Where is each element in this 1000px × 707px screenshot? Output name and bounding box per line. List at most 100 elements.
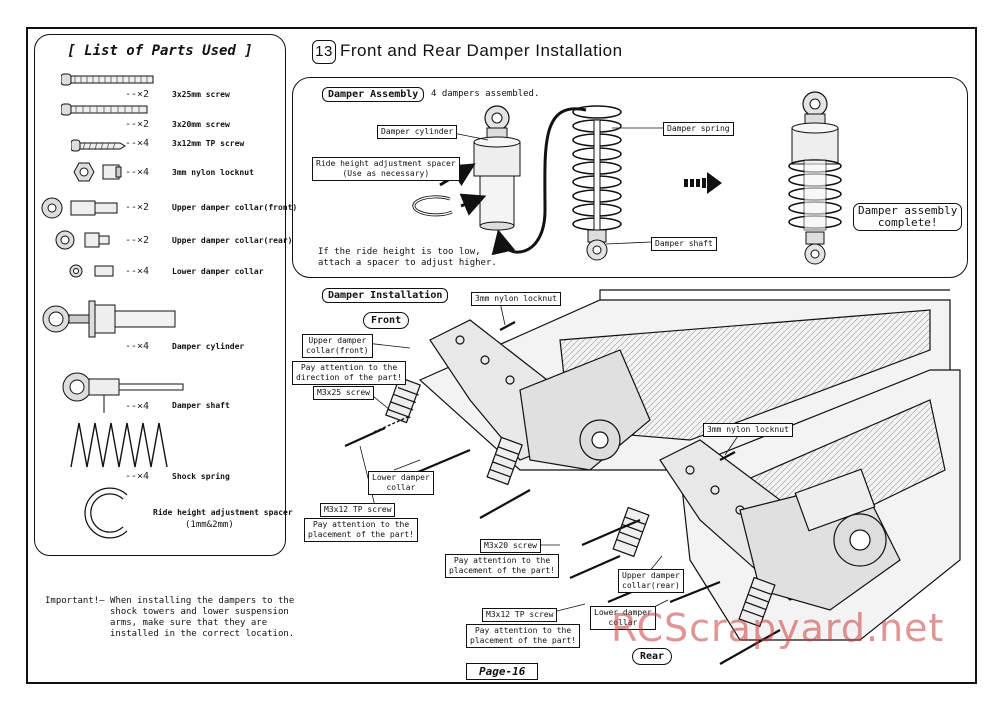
name-upper-rear: Upper damper collar(rear): [172, 236, 293, 245]
assembly-arrow-icon: [684, 172, 722, 194]
front-left-damper-drawing: [385, 376, 421, 424]
qty-cylinder: --×4: [125, 341, 150, 352]
name-3x20: 3x20mm screw: [172, 120, 230, 129]
label-lower-damper-collar-rear: Lower damper collar: [590, 606, 656, 630]
label-upper-damper-collar-rear: Upper damper collar(rear): [618, 569, 684, 593]
assembly-complete-line2: complete!: [877, 216, 938, 229]
upper-collar-rear-icon: [55, 230, 110, 250]
shock-spring-icon: [70, 422, 168, 468]
label-lower-front-line1: Lower damper: [372, 473, 430, 482]
label-m3x20-screw: M3x20 screw: [480, 539, 541, 553]
label-upper-front-line2: collar(front): [306, 346, 369, 355]
label-m3x12-front: M3x12 TP screw: [320, 503, 396, 517]
label-attention-direction-line1: Pay attention to the: [300, 363, 398, 372]
damper-cylinder-drawing: [473, 105, 521, 231]
qty-3x25: --×2: [125, 89, 150, 100]
ride-height-note-line1: If the ride height is too low,: [318, 247, 481, 257]
name-spacer: Ride height adjustment spacer: [153, 508, 293, 517]
step-number: 13: [312, 40, 336, 64]
lower-collar-icon: [69, 264, 114, 278]
label-damper-shaft: Damper shaft: [651, 237, 717, 251]
screw-3x25-icon: [61, 73, 154, 86]
qty-locknut: --×4: [125, 167, 150, 178]
upper-collar-front-icon: [41, 197, 118, 219]
important-line3: arms, make sure that they are: [110, 618, 268, 628]
name-upper-front: Upper damper collar(front): [172, 203, 298, 212]
name-3x25: 3x25mm screw: [172, 90, 230, 99]
nylon-locknut-icon: [73, 162, 122, 182]
label-spacer-line2: (Use as necessary): [342, 169, 430, 178]
name-3x12: 3x12mm TP screw: [172, 139, 245, 148]
ride-height-spacer-icon: [84, 487, 128, 539]
important-lead: Important!—: [45, 596, 105, 606]
screw-3x20-icon: [61, 103, 148, 116]
name-spacer-sub: (1mm&2mm): [185, 520, 234, 530]
damper-shaft-icon: [62, 372, 184, 413]
assembly-complete-box: Damper assembly complete!: [853, 203, 963, 231]
label-damper-cylinder: Damper cylinder: [377, 125, 458, 139]
damper-installation-heading: Damper Installation: [322, 288, 449, 303]
label-attention-front-line2: placement of the part!: [308, 530, 414, 539]
label-upper-front-line1: Upper damper: [308, 336, 367, 345]
qty-upper-front: --×2: [125, 202, 150, 213]
damper-assembly-heading: Damper Assembly: [322, 87, 425, 102]
damper-assembly-subtitle: 4 dampers assembled.: [431, 89, 540, 99]
label-nylon-locknut-front: 3mm nylon locknut: [471, 292, 561, 306]
name-cylinder: Damper cylinder: [172, 342, 245, 351]
page-frame: [26, 27, 977, 684]
label-lower-damper-collar-front: Lower damper collar: [368, 471, 434, 495]
name-shaft: Damper shaft: [172, 401, 230, 410]
label-attention-mid-line1: Pay attention to the: [453, 556, 551, 565]
label-attention-placement-front: Pay attention to the placement of the pa…: [304, 518, 418, 542]
damper-cylinder-icon: [42, 300, 176, 338]
assembled-damper-drawing: [788, 91, 842, 265]
page-number: Page-16: [466, 663, 539, 680]
assembly-complete-line1: Damper assembly: [858, 204, 958, 217]
rear-label: Rear: [632, 648, 673, 665]
label-attention-placement-mid: Pay attention to the placement of the pa…: [445, 554, 559, 578]
label-lower-front-line2: collar: [386, 483, 416, 492]
qty-lower-collar: --×4: [125, 266, 150, 277]
damper-shaft-drawing: [586, 119, 608, 261]
parts-list-title: [ List of Parts Used ]: [67, 43, 253, 59]
label-attention-direction: Pay attention to the direction of the pa…: [292, 361, 406, 385]
name-spring: Shock spring: [172, 472, 230, 481]
qty-shaft: --×4: [125, 401, 150, 412]
parts-list-panel: [ List of Parts Used ] --×2 3x25mm screw…: [34, 34, 297, 556]
label-attention-placement-rear: Pay attention to the placement of the pa…: [466, 624, 580, 648]
front-right-damper-drawing: [486, 436, 523, 486]
damper-assembly-panel: [292, 77, 968, 278]
ride-height-note-line2: attach a spacer to adjust higher.: [318, 258, 497, 268]
label-nylon-locknut-rear: 3mm nylon locknut: [703, 423, 793, 437]
spacer-clip-drawing: [412, 195, 453, 217]
label-m3x12-rear: M3x12 TP screw: [482, 608, 558, 622]
label-upper-rear-line1: Upper damper: [622, 571, 680, 580]
label-lower-rear-line2: collar: [608, 618, 638, 627]
rear-right-damper-drawing: [738, 576, 776, 628]
label-upper-rear-line2: collar(rear): [622, 581, 680, 590]
watermark: RCScrapyard.net: [611, 606, 945, 650]
label-attention-direction-line2: direction of the part!: [296, 373, 402, 382]
label-damper-spring: Damper spring: [663, 122, 734, 136]
label-spacer-line1: Ride height adjustment spacer: [316, 159, 456, 168]
important-note: Important!— When installing the dampers …: [45, 596, 294, 640]
label-attention-front-line1: Pay attention to the: [312, 520, 410, 529]
name-lower-collar: Lower damper collar: [172, 267, 264, 276]
qty-upper-rear: --×2: [125, 235, 150, 246]
label-attention-rear-line1: Pay attention to the: [474, 626, 572, 635]
front-label: Front: [363, 312, 410, 329]
qty-spring: --×4: [125, 471, 150, 482]
rear-left-damper-drawing: [612, 506, 650, 558]
label-attention-mid-line2: placement of the part!: [449, 566, 555, 575]
qty-3x20: --×2: [125, 119, 150, 130]
label-upper-damper-collar-front: Upper damper collar(front): [302, 334, 373, 358]
tp-screw-icon: [71, 139, 126, 152]
label-spacer: Ride height adjustment spacer (Use as ne…: [312, 157, 460, 181]
qty-3x12: --×4: [125, 138, 150, 149]
important-line4: installed in the correct location.: [110, 629, 295, 639]
section-title-text: Front and Rear Damper Installation: [340, 41, 623, 60]
important-line2: shock towers and lower suspension: [110, 607, 289, 617]
